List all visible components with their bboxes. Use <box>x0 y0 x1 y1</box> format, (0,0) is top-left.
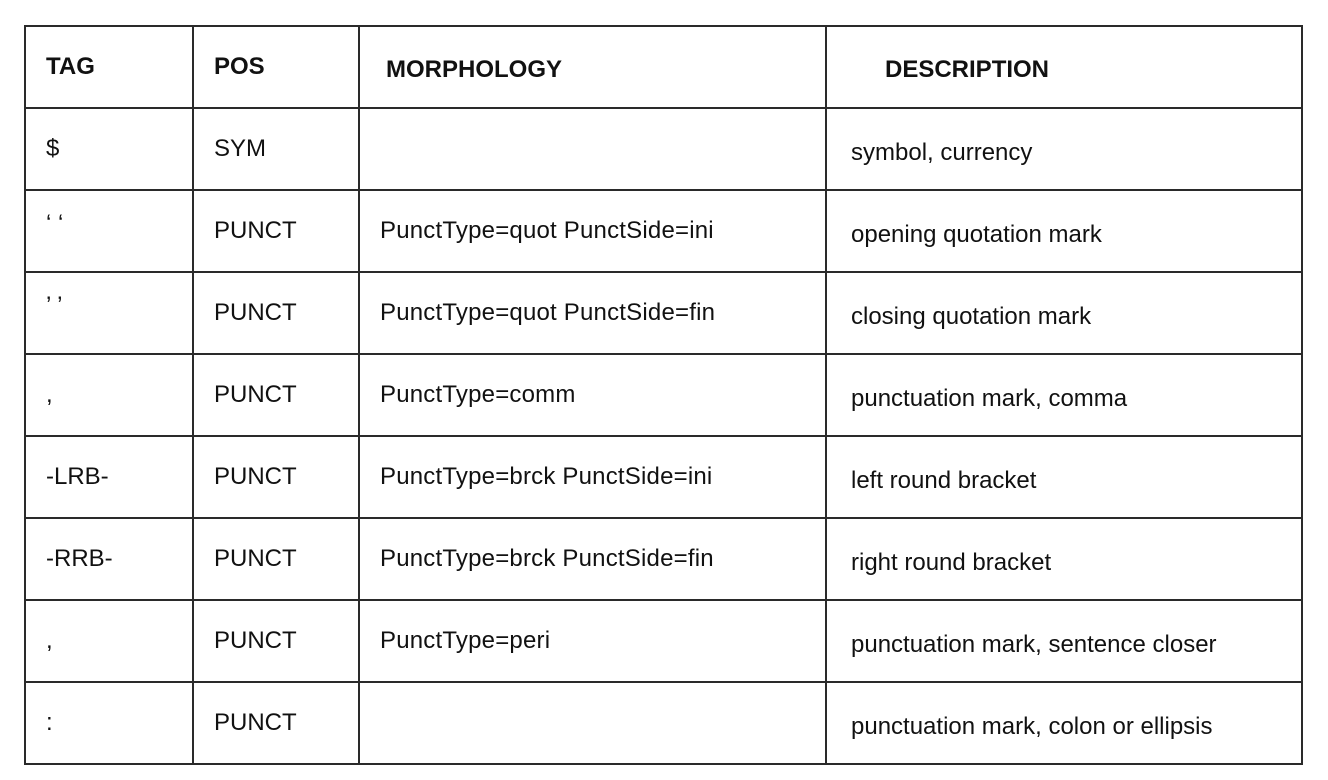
table-row: $ SYM symbol, currency <box>24 107 1303 191</box>
cell-tag: , <box>24 353 194 437</box>
cell-morphology <box>358 681 827 765</box>
cell-pos: PUNCT <box>192 271 360 355</box>
cell-pos: PUNCT <box>192 353 360 437</box>
cell-morphology: PunctType=quot PunctSide=fin <box>358 271 827 355</box>
header-description: DESCRIPTION <box>825 25 1303 109</box>
cell-morphology: PunctType=quot PunctSide=ini <box>358 189 827 273</box>
cell-pos: PUNCT <box>192 189 360 273</box>
cell-description: right round bracket <box>825 517 1303 601</box>
cell-description: punctuation mark, sentence closer <box>825 599 1303 683</box>
table-body: $ SYM symbol, currency ‘ ‘ PUNCT PunctTy… <box>24 107 1303 765</box>
cell-tag: ‘ ‘ <box>24 189 194 273</box>
cell-morphology <box>358 107 827 191</box>
table-row: ‘ ‘ PUNCT PunctType=quot PunctSide=ini o… <box>24 189 1303 273</box>
table-header: TAG POS MORPHOLOGY DESCRIPTION <box>24 25 1303 109</box>
cell-pos: PUNCT <box>192 681 360 765</box>
table-row: -LRB- PUNCT PunctType=brck PunctSide=ini… <box>24 435 1303 519</box>
cell-tag: -LRB- <box>24 435 194 519</box>
cell-tag: $ <box>24 107 194 191</box>
cell-morphology: PunctType=brck PunctSide=ini <box>358 435 827 519</box>
table-row: -RRB- PUNCT PunctType=brck PunctSide=fin… <box>24 517 1303 601</box>
header-row: TAG POS MORPHOLOGY DESCRIPTION <box>24 25 1303 109</box>
cell-description: opening quotation mark <box>825 189 1303 273</box>
cell-description: symbol, currency <box>825 107 1303 191</box>
pos-tag-table: TAG POS MORPHOLOGY DESCRIPTION $ SYM sym… <box>24 25 1303 765</box>
table-row: , PUNCT PunctType=comm punctuation mark,… <box>24 353 1303 437</box>
cell-description: punctuation mark, colon or ellipsis <box>825 681 1303 765</box>
cell-morphology: PunctType=comm <box>358 353 827 437</box>
cell-tag: : <box>24 681 194 765</box>
table-row: , PUNCT PunctType=peri punctuation mark,… <box>24 599 1303 683</box>
cell-description: punctuation mark, comma <box>825 353 1303 437</box>
table-row: ’ ’ PUNCT PunctType=quot PunctSide=fin c… <box>24 271 1303 355</box>
header-pos: POS <box>192 25 360 109</box>
cell-pos: SYM <box>192 107 360 191</box>
header-morphology: MORPHOLOGY <box>358 25 827 109</box>
cell-morphology: PunctType=brck PunctSide=fin <box>358 517 827 601</box>
cell-description: closing quotation mark <box>825 271 1303 355</box>
cell-morphology: PunctType=peri <box>358 599 827 683</box>
cell-pos: PUNCT <box>192 435 360 519</box>
header-tag: TAG <box>24 25 194 109</box>
table-row: : PUNCT punctuation mark, colon or ellip… <box>24 681 1303 765</box>
cell-tag: ’ ’ <box>24 271 194 355</box>
cell-tag: -RRB- <box>24 517 194 601</box>
cell-description: left round bracket <box>825 435 1303 519</box>
cell-tag: , <box>24 599 194 683</box>
cell-pos: PUNCT <box>192 517 360 601</box>
cell-pos: PUNCT <box>192 599 360 683</box>
